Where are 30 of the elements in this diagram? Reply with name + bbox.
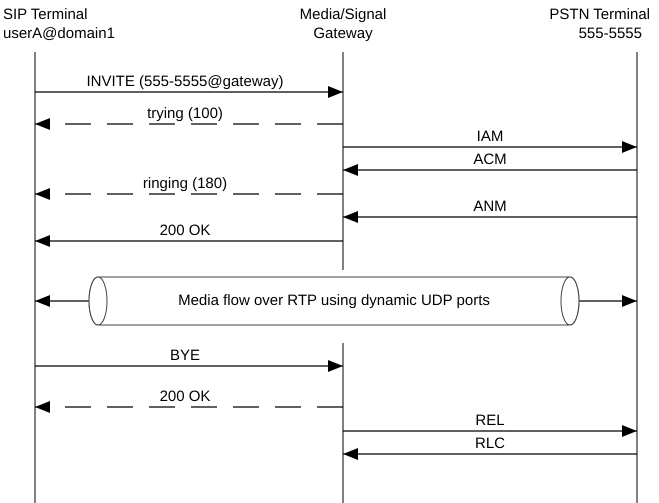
message-label: 200 OK	[160, 388, 210, 405]
message-label: 200 OK	[160, 222, 210, 239]
message-arrow	[343, 448, 637, 460]
message-arrow	[35, 86, 343, 98]
message-arrow	[35, 295, 90, 307]
message-label: ANM	[473, 198, 507, 215]
message-arrow	[343, 164, 637, 176]
message-label: ACM	[473, 151, 507, 168]
message-label: ringing (180)	[142, 175, 228, 192]
message-label: trying (100)	[147, 105, 223, 122]
message-label: REL	[475, 412, 505, 429]
message-arrow	[35, 188, 343, 200]
participant-label: userA@domain1	[3, 24, 115, 43]
participant-label: 555-5555	[578, 24, 642, 43]
message-label: INVITE (555-5555@gateway)	[86, 73, 284, 90]
message-arrow	[35, 401, 343, 413]
message-arrow	[35, 118, 343, 130]
participant-label: Media/Signal Gateway	[298, 5, 388, 43]
message-arrow	[343, 141, 637, 153]
message-arrow	[343, 211, 637, 223]
message-arrow	[343, 425, 637, 437]
message-arrow	[35, 235, 343, 247]
message-arrow	[578, 295, 637, 307]
participant-label: SIP Terminal	[3, 5, 88, 24]
participant-label: PSTN Terminal	[548, 5, 650, 24]
message-label: IAM	[476, 128, 504, 145]
message-label: RLC	[475, 435, 505, 452]
message-arrow	[35, 360, 343, 372]
flow-label: Media flow over RTP using dynamic UDP ports	[178, 291, 490, 310]
message-label: BYE	[170, 347, 200, 364]
